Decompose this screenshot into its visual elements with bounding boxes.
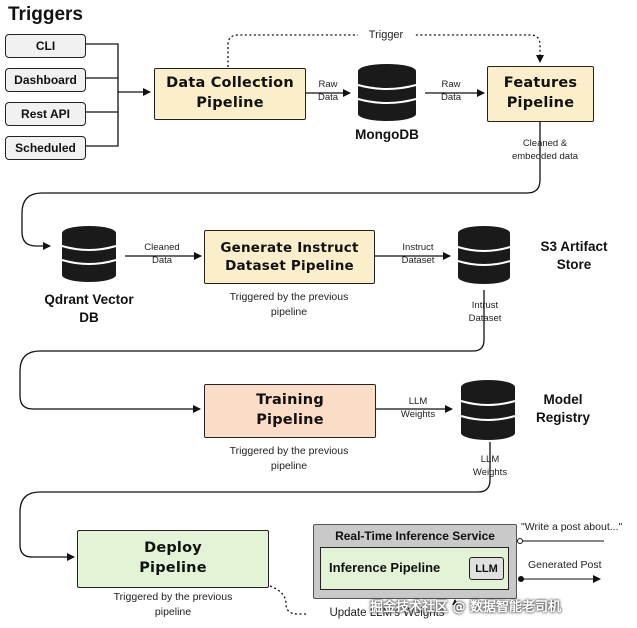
- features-pipeline-label: Features Pipeline: [503, 75, 578, 111]
- instruct-dataset-label: Instruct Dataset: [401, 242, 435, 266]
- intrust-dataset-label: Intrust Dataset: [468, 300, 502, 324]
- training-pipeline-box: Training Pipeline: [204, 384, 376, 438]
- raw-data-label-1: Raw Data: [317, 79, 339, 103]
- s3-label: S3 Artifact Store: [540, 239, 608, 272]
- prompt-text: "Write a post about...": [521, 521, 623, 533]
- llm-chip: LLM: [469, 557, 504, 580]
- registry-database-icon: [460, 380, 516, 440]
- data-collection-pipeline-box: Data Collection Pipeline: [154, 68, 306, 120]
- generated-post-text: Generated Post: [528, 559, 602, 571]
- mongodb-label: MongoDB: [355, 127, 419, 142]
- triggers-title: Triggers: [8, 4, 83, 25]
- data-collection-pipeline-label: Data Collection Pipeline: [166, 75, 294, 111]
- mongodb-database-icon: [357, 64, 417, 121]
- features-pipeline-box: Features Pipeline: [487, 66, 594, 122]
- watermark-text: 掘金技术社区 @ 数据智能老司机: [370, 600, 562, 615]
- qdrant-label: Qdrant Vector DB: [44, 292, 134, 325]
- qdrant-database-icon: [61, 226, 117, 282]
- triggered-caption-1: Triggered by the previous pipeline: [229, 291, 349, 318]
- trigger-rest-api: Rest API: [5, 102, 86, 126]
- trigger-connectors: [84, 43, 151, 147]
- instruct-pipeline-box: Generate Instruct Dataset Pipeline: [204, 230, 375, 284]
- arrow-registry-to-deploy: [19, 442, 491, 561]
- llm-weights-label-1: LLM Weights: [400, 396, 436, 420]
- update-weights-label: Update LLM's Weights: [307, 605, 467, 622]
- cleaned-data-label: Cleaned Data: [144, 242, 180, 266]
- deploy-pipeline-box: Deploy Pipeline: [77, 530, 269, 588]
- instruct-pipeline-label: Generate Instruct Dataset Pipeline: [220, 239, 359, 274]
- deploy-pipeline-label: Deploy Pipeline: [139, 540, 207, 576]
- update-weights-dotted-arrow: [269, 585, 459, 615]
- inference-service-title: Real-Time Inference Service: [335, 529, 495, 543]
- arrow-features-to-qdrant: [21, 122, 541, 250]
- training-pipeline-label: Training Pipeline: [256, 392, 324, 428]
- inference-pipeline-label: Inference Pipeline: [329, 560, 441, 575]
- s3-database-icon: [457, 226, 511, 284]
- inference-pipeline-box: Inference Pipeline LLM: [320, 547, 509, 590]
- trigger-dotted-arrow: [227, 34, 544, 67]
- output-dot: [518, 576, 524, 582]
- registry-label: Model Registry: [535, 392, 591, 425]
- trigger-edge-label: Trigger: [358, 28, 414, 43]
- triggered-caption-2: Triggered by the previous pipeline: [229, 445, 349, 472]
- prompt-dot: [517, 538, 523, 544]
- trigger-scheduled: Scheduled: [5, 136, 86, 160]
- arrow-s3-to-training: [19, 290, 485, 413]
- raw-data-label-2: Raw Data: [440, 79, 462, 103]
- trigger-dashboard: Dashboard: [5, 68, 86, 92]
- llm-weights-label-2: LLM Weights: [472, 454, 508, 478]
- cleaned-embedded-label: Cleaned & embedded data: [511, 138, 579, 162]
- inference-service-box: Real-Time Inference Service Inference Pi…: [313, 524, 517, 599]
- triggered-caption-3: Triggered by the previous pipeline: [113, 591, 233, 618]
- trigger-cli: CLI: [5, 34, 86, 58]
